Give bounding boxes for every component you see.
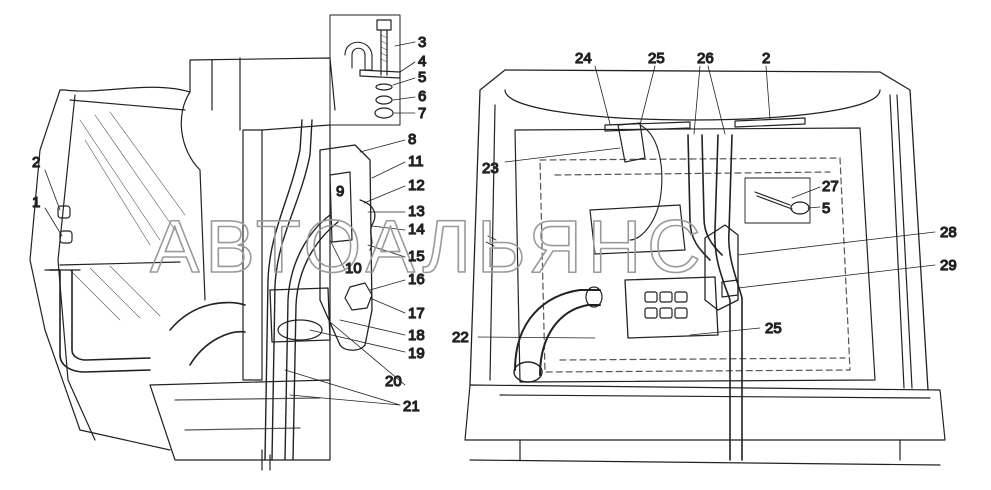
detail-inset-27 [744, 177, 811, 224]
callout-2-left: 2 [32, 154, 40, 171]
callout-2-right: 2 [762, 50, 770, 67]
callouts: 3 4 5 6 7 8 11 9 12 13 14 15 10 16 17 18… [31, 33, 957, 415]
part-1-icon [59, 230, 73, 244]
callout-15: 15 [408, 248, 425, 265]
leader-lines-right [477, 65, 936, 339]
callout-13: 13 [408, 203, 425, 220]
callout-14: 14 [408, 221, 425, 238]
part-2-icon [57, 205, 71, 219]
callout-19: 19 [408, 345, 425, 362]
glass-hatching [69, 111, 186, 321]
callout-20: 20 [385, 373, 402, 390]
callout-5: 5 [418, 69, 426, 86]
callout-29: 29 [940, 257, 957, 274]
leader-lines-left [44, 41, 416, 406]
callout-18: 18 [408, 327, 425, 344]
callout-21: 21 [403, 398, 420, 415]
callout-9: 9 [336, 183, 344, 200]
callout-25-bottom: 25 [765, 320, 782, 337]
filter-grid [644, 291, 688, 319]
callout-16: 16 [408, 271, 425, 288]
callout-28: 28 [940, 224, 957, 241]
callout-3: 3 [418, 34, 426, 51]
callout-27: 27 [822, 178, 839, 195]
callout-4: 4 [418, 53, 426, 70]
callout-24: 24 [575, 50, 592, 67]
watermark-text: АВТОАЛЬЯНС [150, 205, 707, 288]
callout-26: 26 [697, 50, 714, 67]
part-16-icon [344, 282, 373, 311]
detail-inset [329, 14, 401, 126]
callout-11: 11 [408, 153, 424, 170]
callout-8: 8 [408, 131, 416, 148]
callout-17: 17 [408, 305, 425, 322]
callout-1: 1 [32, 194, 40, 211]
callout-7: 7 [418, 105, 426, 122]
callout-6: 6 [418, 88, 426, 105]
callout-23: 23 [482, 160, 499, 177]
callout-25-top: 25 [648, 50, 665, 67]
callout-12: 12 [408, 177, 425, 194]
left-view [29, 14, 416, 471]
callout-5-right: 5 [822, 200, 830, 217]
callout-22: 22 [452, 329, 469, 346]
callout-10: 10 [345, 260, 362, 277]
right-view [464, 65, 946, 466]
